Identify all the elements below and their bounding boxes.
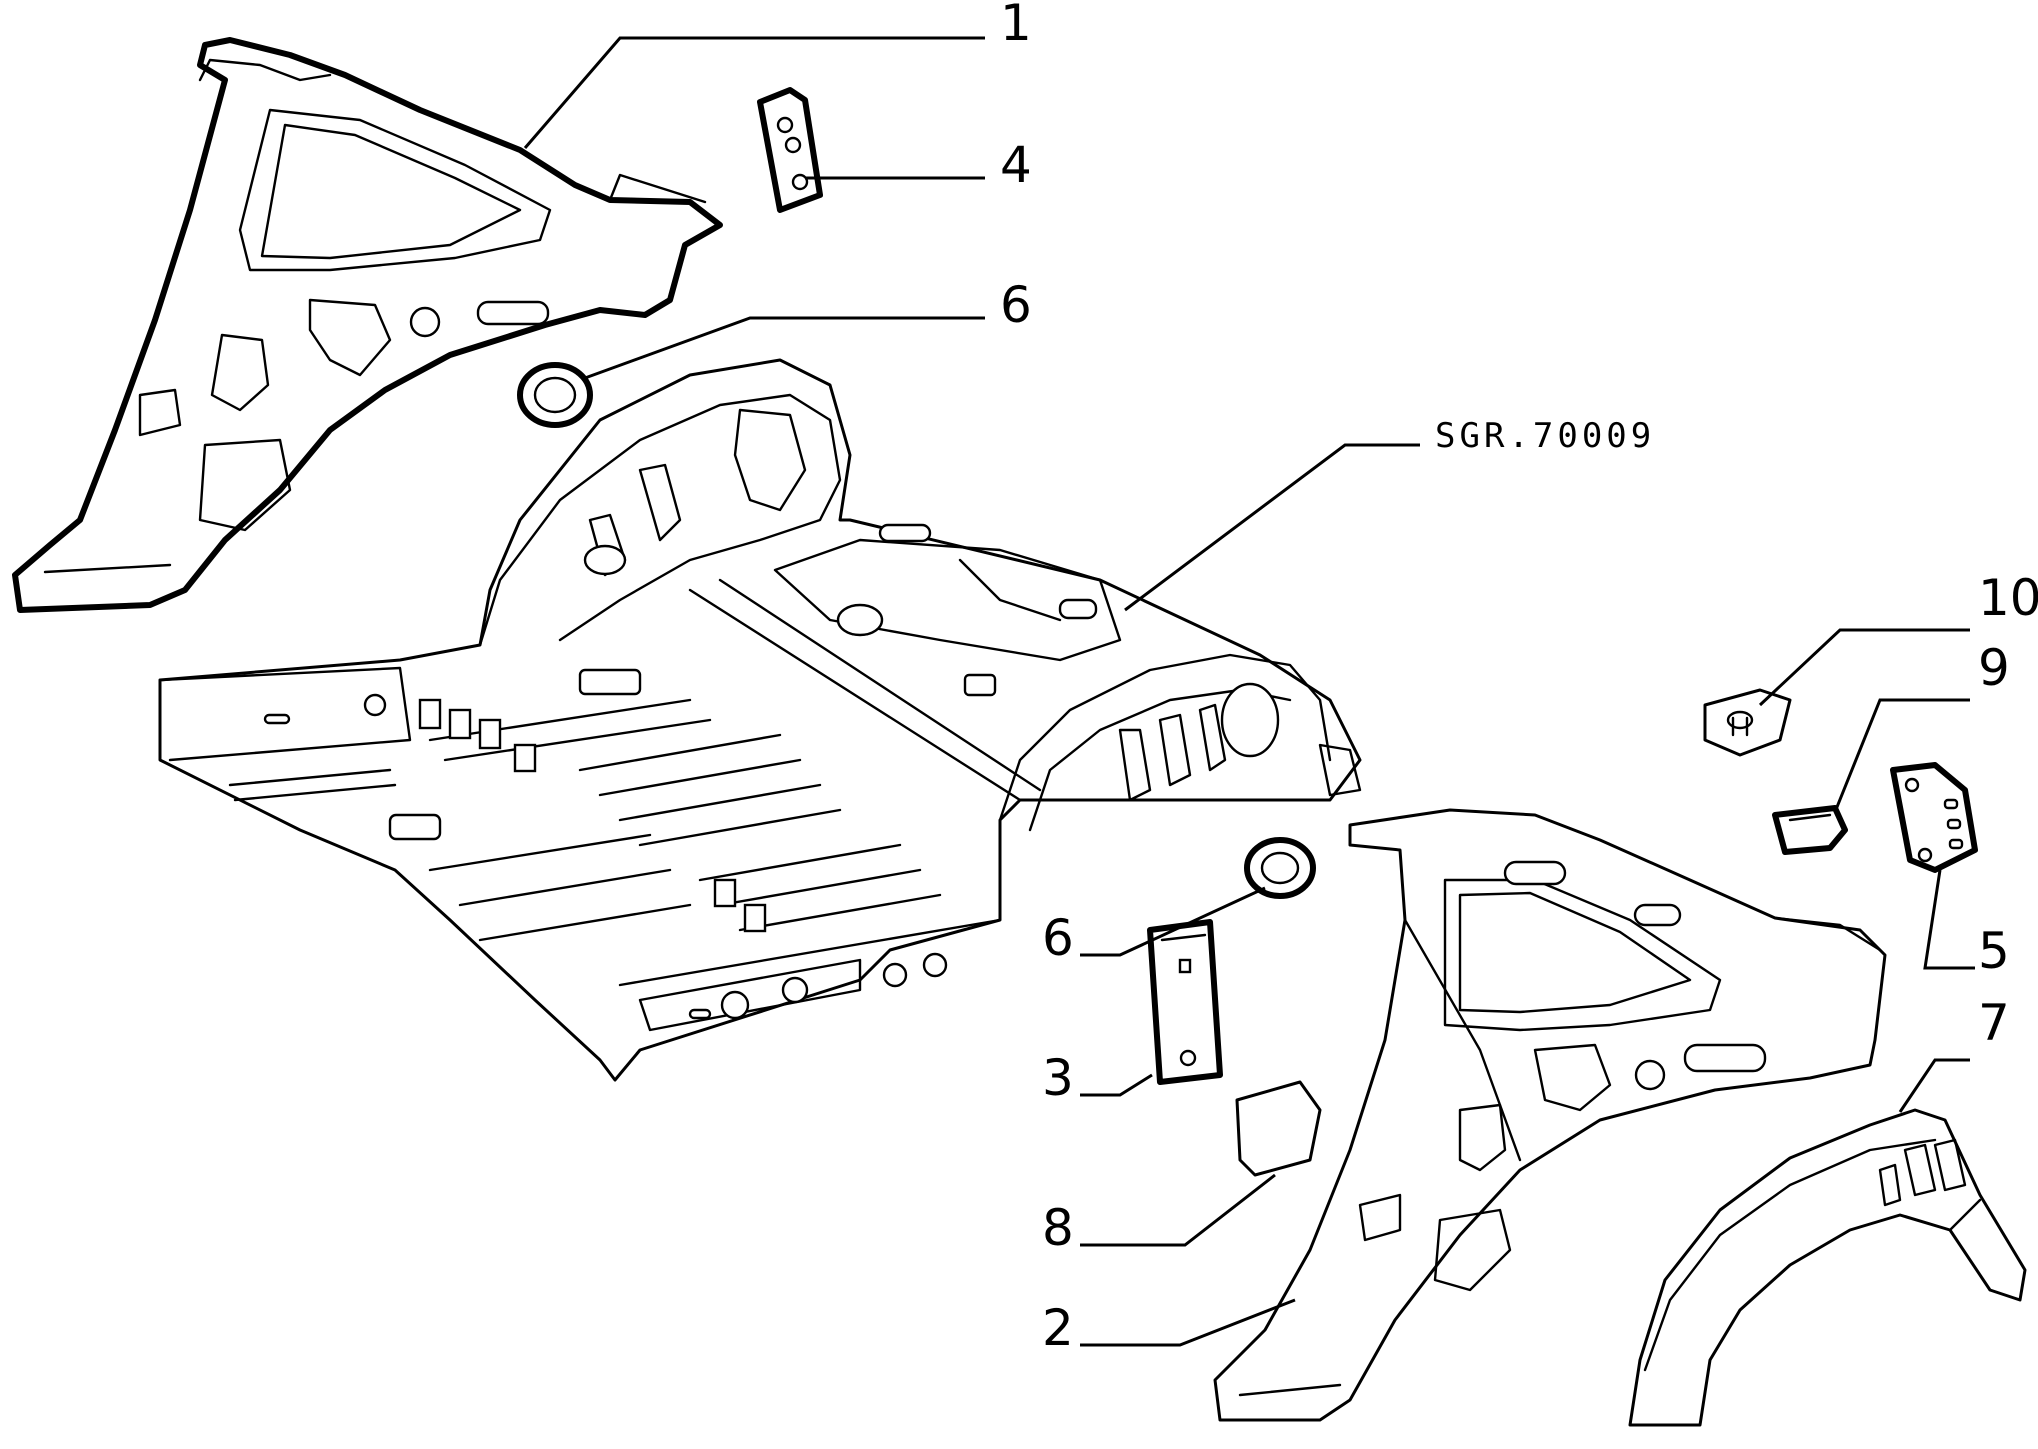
part-6-grommet-upper	[517, 362, 593, 428]
callout-7: 7	[1978, 994, 2010, 1052]
callout-6-upper: 6	[1000, 276, 1032, 334]
part-3-plate	[1147, 919, 1223, 1085]
callout-10: 10	[1978, 569, 2038, 627]
part-1-left-quarter-panel	[12, 37, 723, 613]
callout-9: 9	[1978, 639, 2010, 697]
leader-lines	[523, 36, 1975, 1347]
callout-2: 2	[1042, 1299, 1074, 1357]
part-4-bracket	[757, 87, 823, 213]
callout-3: 3	[1042, 1049, 1074, 1107]
rear-floor-assembly	[158, 358, 1362, 1082]
part-2-right-quarter-panel	[1213, 808, 1887, 1422]
callout-6-lower: 6	[1042, 909, 1074, 967]
callout-8: 8	[1042, 1199, 1074, 1257]
part-7-wheel-arch	[1628, 1108, 2027, 1427]
part-8-patch	[1235, 1080, 1322, 1177]
callout-1: 1	[1000, 0, 1032, 52]
callout-4: 4	[1000, 136, 1032, 194]
diagram-code: SGR.70009	[1435, 416, 1655, 456]
part-6-grommet-lower	[1244, 837, 1316, 899]
part-9-clip	[1772, 805, 1848, 855]
part-10-weld-nut-plate	[1703, 688, 1792, 757]
callout-5: 5	[1978, 922, 2010, 980]
part-5-reinforcement	[1890, 762, 1978, 873]
